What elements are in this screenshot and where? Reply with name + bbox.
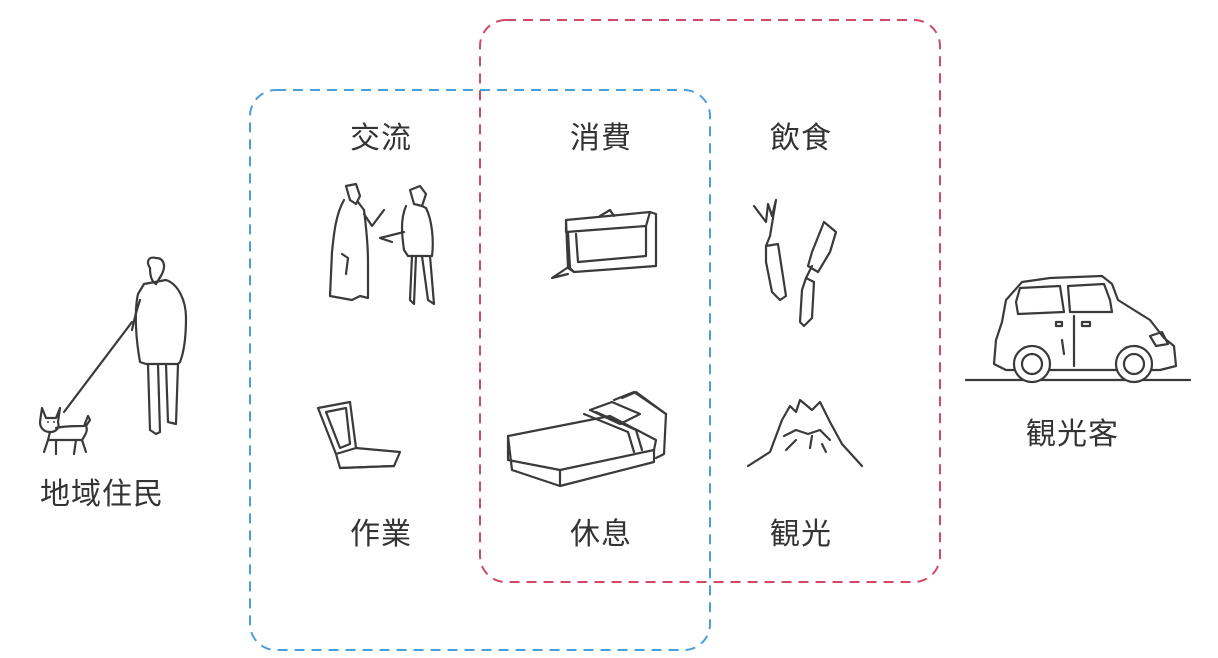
- label-resident: 地域住民: [40, 477, 164, 512]
- people-talking-icon: [328, 182, 436, 306]
- bed-icon: [506, 390, 668, 488]
- label-sightseeing: 観光: [770, 517, 832, 552]
- label-tourist: 観光客: [1026, 417, 1119, 452]
- label-consumption: 消費: [570, 121, 632, 156]
- label-work: 作業: [350, 517, 412, 552]
- person-walking-dog-icon: [38, 256, 188, 456]
- laptop-icon: [316, 400, 402, 470]
- label-rest: 休息: [570, 517, 632, 552]
- skewer-food-icon: [752, 198, 838, 328]
- label-interaction: 交流: [350, 121, 412, 156]
- mountain-icon: [746, 398, 864, 468]
- tourist-zone: [479, 19, 941, 583]
- label-dining: 飲食: [770, 121, 832, 156]
- car-icon: [964, 274, 1192, 384]
- wallet-icon: [550, 208, 658, 280]
